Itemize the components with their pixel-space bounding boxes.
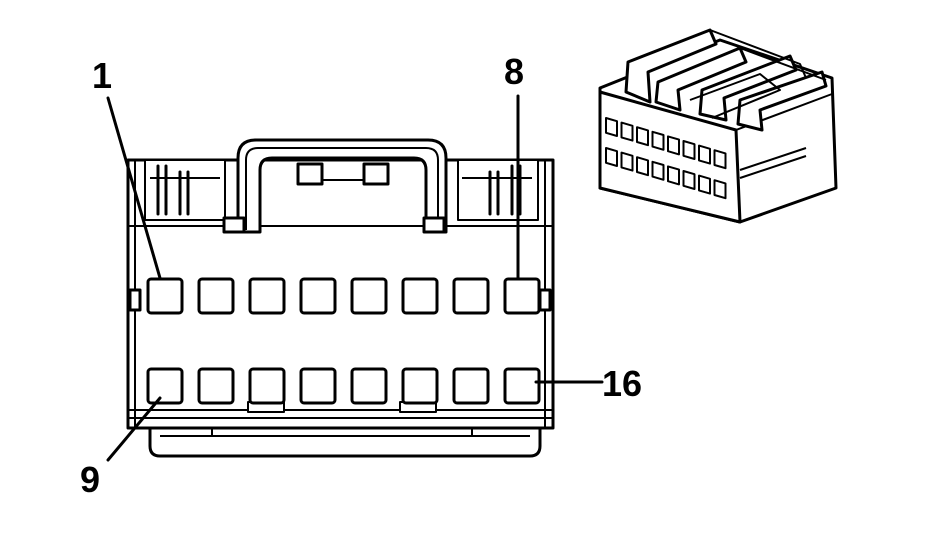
cavity-7: [452, 277, 490, 315]
iso-cavity: [620, 151, 634, 172]
cavity-15: [452, 367, 490, 405]
cavity-13: [350, 367, 388, 405]
cavity-8: [503, 277, 541, 315]
iso-cavity: [651, 160, 665, 181]
leader-pin-1: [106, 96, 162, 280]
cavity-grid: [146, 277, 541, 405]
connector-isometric-view: [598, 28, 838, 224]
iso-cavity: [698, 144, 711, 165]
iso-cavity: [636, 156, 649, 177]
cavity-11: [248, 367, 286, 405]
cavity-14: [401, 367, 439, 405]
cavity-4: [299, 277, 337, 315]
callout-label-9: 9: [80, 459, 100, 500]
iso-cavity: [667, 135, 680, 156]
iso-cavity: [605, 147, 618, 167]
cavity-16: [503, 367, 541, 405]
iso-cavity: [667, 165, 680, 186]
cavity-2: [197, 277, 235, 315]
right-latch-ribs: [457, 159, 539, 221]
iso-cavity: [682, 140, 696, 160]
callout-label-1: 1: [92, 55, 112, 96]
cavity-5: [350, 277, 388, 315]
connector-face-view: [126, 138, 555, 458]
iso-cavity: [713, 179, 727, 200]
cavity-12: [299, 367, 337, 405]
locking-arch: [222, 138, 448, 234]
cavity-9: [146, 367, 184, 405]
iso-cavity: [620, 121, 634, 142]
iso-cavity: [651, 130, 665, 151]
cavity-1: [146, 277, 184, 315]
iso-cavity: [636, 126, 649, 147]
iso-cavity: [605, 117, 618, 137]
bottom-rail: [148, 426, 542, 458]
iso-cavity: [682, 170, 696, 190]
cavity-10: [197, 367, 235, 405]
callout-label-8: 8: [504, 51, 524, 92]
left-latch-ribs: [144, 159, 226, 221]
callout-label-16: 16: [602, 363, 642, 404]
leader-pin-9: [106, 396, 162, 462]
cavity-3: [248, 277, 286, 315]
iso-cavity: [698, 174, 711, 195]
iso-cavity-grid: [605, 117, 727, 200]
callout-leaders: [106, 94, 604, 462]
cavity-6: [401, 277, 439, 315]
iso-cavity: [713, 149, 727, 170]
